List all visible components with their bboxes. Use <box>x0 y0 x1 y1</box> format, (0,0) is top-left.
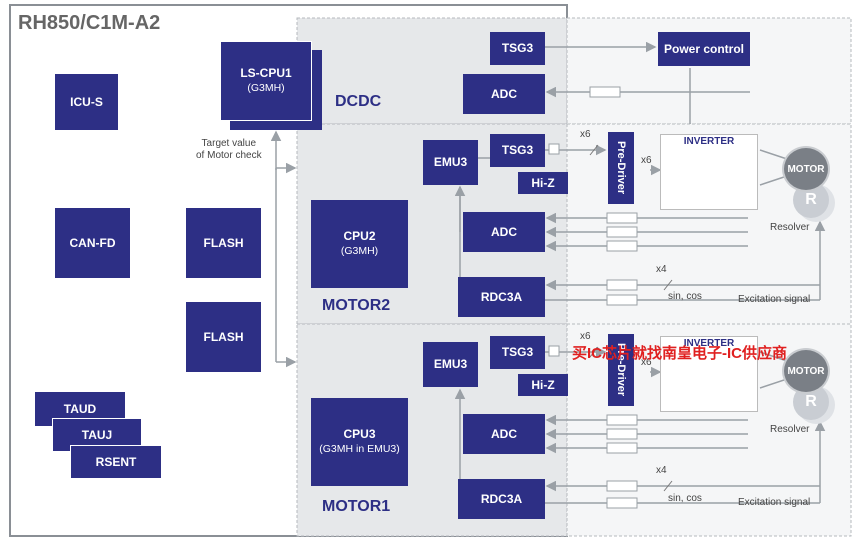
tsg3-motor2-block: TSG3 <box>490 134 545 167</box>
hiz-motor2-block: Hi-Z <box>518 172 568 194</box>
cpu2-name: CPU2 <box>343 229 376 243</box>
emu3-motor1-block: EMU3 <box>423 342 478 387</box>
ls-cpu1-name: LS-CPU1 <box>240 66 292 80</box>
inverter-motor1-title: INVERTER <box>683 338 735 349</box>
x6-label-b: x6 <box>641 155 652 166</box>
ls-cpu1-block: LS-CPU1 (G3MH) <box>220 41 312 121</box>
flash-block-2: FLASH <box>186 302 261 372</box>
cpu3-sub: (G3MH in EMU3) <box>319 443 400 455</box>
dcdc-label: DCDC <box>335 93 382 110</box>
cpu3-name: CPU3 <box>343 427 376 441</box>
rsent-block: RSENT <box>70 445 162 479</box>
cpu2-sub: (G3MH) <box>340 245 379 257</box>
inverter-motor2: INVERTER <box>660 134 758 210</box>
motor-motor2: MOTOR <box>782 146 830 192</box>
x6-label-a: x6 <box>580 129 591 140</box>
target-value-line1: Target value <box>201 138 257 149</box>
hiz-motor1-block: Hi-Z <box>518 374 568 396</box>
cpu3-block: CPU3 (G3MH in EMU3) <box>311 398 408 486</box>
motor1-label: MOTOR1 <box>322 498 391 515</box>
adc-motor2-block: ADC <box>463 212 545 252</box>
x6-label-d: x6 <box>641 357 652 368</box>
rdc3a-motor2-block: RDC3A <box>458 277 545 317</box>
x4-label-motor2: x4 <box>656 264 667 275</box>
emu3-motor2-block: EMU3 <box>423 140 478 185</box>
chip-title: RH850/C1M-A2 <box>18 12 161 34</box>
tsg3-motor1-block: TSG3 <box>490 336 545 369</box>
sin-cos-motor2: sin, cos <box>668 291 702 302</box>
excitation-label-motor2: Excitation signal <box>738 294 811 305</box>
ls-cpu1-sub: (G3MH) <box>247 82 285 94</box>
pre-driver-motor1: Pre-Driver <box>608 334 634 406</box>
target-value-line2: of Motor check <box>196 150 262 161</box>
sin-cos-motor1: sin, cos <box>668 493 702 504</box>
adc-motor1-block: ADC <box>463 414 545 454</box>
cpu2-block: CPU2 (G3MH) <box>311 200 408 288</box>
resolver-label-motor1: Resolver <box>770 424 810 435</box>
adc-dcdc-block: ADC <box>463 74 545 114</box>
x4-label-motor1: x4 <box>656 465 667 476</box>
inverter-motor1: INVERTER <box>660 336 758 412</box>
watermark-text: 买IC芯片就找南皇电子-IC供应商 <box>572 345 787 362</box>
flash-block-1: FLASH <box>186 208 261 278</box>
excitation-label-motor1: Excitation signal <box>738 497 811 508</box>
motor2-label: MOTOR2 <box>322 297 391 314</box>
can-fd-block: CAN-FD <box>55 208 130 278</box>
pre-driver-motor2: Pre-Driver <box>608 132 634 204</box>
icu-s-block: ICU-S <box>55 74 118 130</box>
inverter-motor2-title: INVERTER <box>683 136 735 147</box>
resolver-label-motor2: Resolver <box>770 222 810 233</box>
target-value-label: Target value of Motor check <box>196 138 262 162</box>
power-control-block: Power control <box>658 32 750 66</box>
tsg3-dcdc-block: TSG3 <box>490 32 545 65</box>
x6-label-c: x6 <box>580 331 591 342</box>
motor-motor1: MOTOR <box>782 348 830 394</box>
rdc3a-motor1-block: RDC3A <box>458 479 545 519</box>
